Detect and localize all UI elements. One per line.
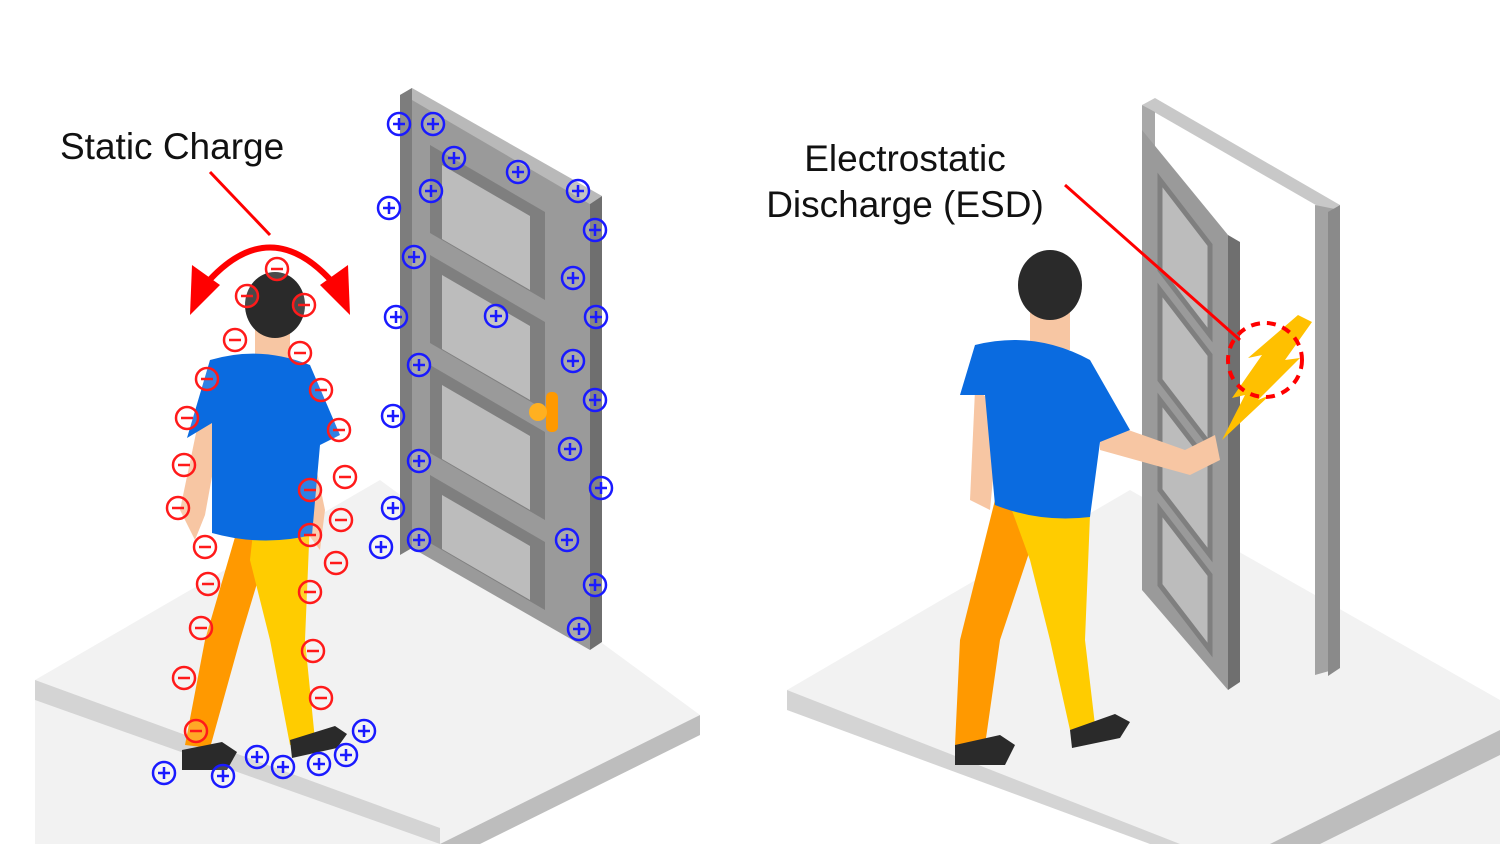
positive-charge-icon — [401, 244, 427, 270]
closed-door — [400, 88, 602, 650]
door-knob — [529, 392, 558, 432]
positive-charge-icon — [557, 436, 583, 462]
static-charge-label: Static Charge — [60, 126, 285, 167]
positive-charge-icon — [270, 754, 296, 780]
positive-charge-icon — [560, 265, 586, 291]
negative-charge-icon — [192, 534, 218, 560]
positive-charge-icon — [406, 527, 432, 553]
positive-charge-icon — [376, 195, 402, 221]
negative-charge-icon — [328, 507, 354, 533]
negative-charge-icon — [183, 718, 209, 744]
negative-charge-icon — [297, 579, 323, 605]
esd-label-line1: Electrostatic — [804, 138, 1006, 179]
positive-charge-icon — [588, 475, 614, 501]
positive-charge-icon — [560, 348, 586, 374]
positive-charge-icon — [582, 572, 608, 598]
positive-charge-icon — [406, 352, 432, 378]
discharge-point-marker — [1226, 321, 1304, 399]
positive-charge-icon — [441, 145, 467, 171]
negative-charge-icon — [326, 417, 352, 443]
positive-charge-icon — [420, 111, 446, 137]
positive-charge-icon — [582, 387, 608, 413]
esd-pointer-line — [1064, 183, 1241, 342]
esd-label: Electrostatic Discharge (ESD) — [750, 136, 1060, 228]
person-touching-door — [955, 250, 1220, 765]
negative-charge-icon — [308, 685, 334, 711]
negative-charge-icon — [297, 522, 323, 548]
negative-charge-icon — [171, 665, 197, 691]
positive-charge-icon — [151, 760, 177, 786]
positive-charge-icon — [383, 304, 409, 330]
swing-arrows-icon — [190, 244, 350, 315]
positive-charge-icon — [406, 448, 432, 474]
negative-charge-icon — [287, 340, 313, 366]
negative-charge-icon — [323, 550, 349, 576]
positive-charge-icon — [505, 159, 531, 185]
positive-charge-icon — [418, 178, 444, 204]
negative-charge-icon — [171, 452, 197, 478]
positive-charge-icon — [483, 303, 509, 329]
negative-charge-icon — [332, 464, 358, 490]
negative-charge-icon — [297, 477, 323, 503]
negative-charge-icon — [188, 615, 214, 641]
positive-charge-icon — [380, 495, 406, 521]
negative-charge-icon — [195, 571, 221, 597]
negative-charge-icon — [234, 283, 260, 309]
positive-charge-icon — [368, 534, 394, 560]
negative-charge-icon — [194, 366, 220, 392]
lightning-spark-icon — [1222, 315, 1312, 440]
positive-charge-icon — [583, 304, 609, 330]
negative-charge-icon — [174, 405, 200, 431]
open-door — [1142, 130, 1240, 690]
charges-layer — [151, 111, 614, 789]
positive-charge-icon — [380, 403, 406, 429]
negative-charge-icon — [300, 638, 326, 664]
positive-charge-icon — [386, 111, 412, 137]
positive-charge-icon — [210, 763, 236, 789]
static-charge-pointer-line — [208, 170, 272, 237]
positive-charge-icon — [306, 751, 332, 777]
positive-charge-icon — [333, 742, 359, 768]
negative-charge-icon — [308, 377, 334, 403]
positive-charge-icon — [566, 616, 592, 642]
negative-charge-icon — [222, 327, 248, 353]
negative-charge-icon — [264, 256, 290, 282]
negative-charge-icon — [165, 495, 191, 521]
positive-charge-icon — [565, 178, 591, 204]
person-charged — [180, 272, 347, 770]
esd-label-line2: Discharge (ESD) — [766, 184, 1044, 225]
negative-charge-icon — [291, 292, 317, 318]
positive-charge-icon — [582, 217, 608, 243]
positive-charge-icon — [244, 744, 270, 770]
positive-charge-icon — [554, 527, 580, 553]
positive-charge-icon — [351, 718, 377, 744]
